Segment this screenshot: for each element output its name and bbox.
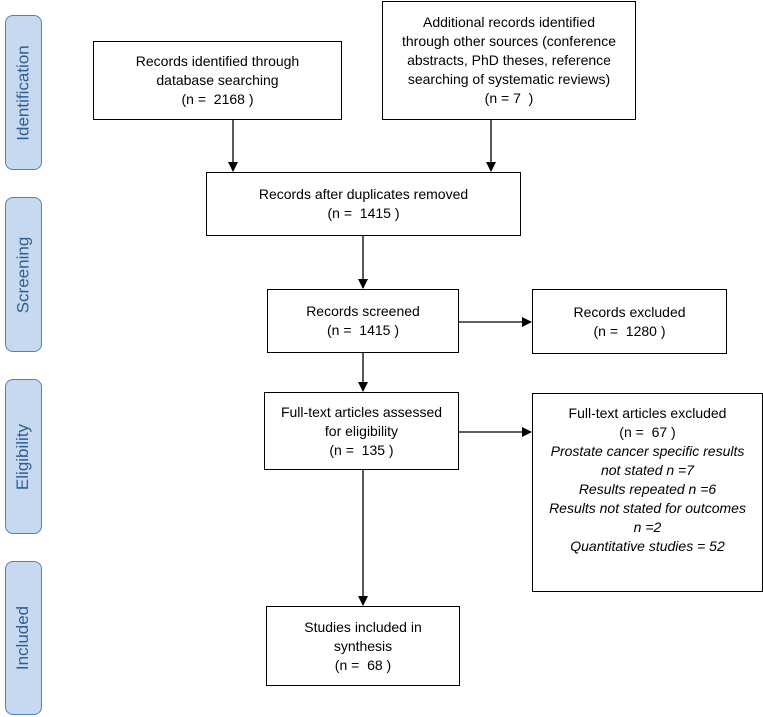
box-fulltext-assessed: Full-text articles assessed for eligibil… (264, 392, 459, 470)
fulltext-excluded-title: Full-text articles excluded (568, 405, 727, 421)
fulltext-excluded-count: (n = 67 ) (619, 424, 676, 440)
box-duplicates-removed: Records after duplicates removed (n = 14… (206, 172, 521, 236)
phase-included: Included (5, 561, 42, 715)
box-database-search: Records identified through database sear… (93, 41, 342, 120)
box-fulltext-excluded: Full-text articles excluded (n = 67 ) Pr… (532, 393, 763, 592)
exclusion-reason: Results repeated n =6 (578, 481, 717, 497)
box-records-excluded: Records excluded (n = 1280 ) (532, 289, 727, 354)
exclusion-reason: Prostate cancer specific results (550, 443, 745, 459)
exclusion-reason: Results not stated for outcomes (549, 500, 746, 516)
phase-screening: Screening (5, 197, 42, 352)
box-studies-included: Studies included in synthesis (n = 68 ) (266, 606, 460, 686)
phase-eligibility: Eligibility (5, 379, 42, 534)
box-other-sources: Additional records identified through ot… (382, 1, 636, 120)
exclusion-reason: not stated n =7 (600, 462, 695, 478)
box-records-screened: Records screened (n = 1415 ) (267, 289, 459, 353)
exclusion-reason: Quantitative studies = 52 (570, 538, 725, 554)
exclusion-reason: n =2 (633, 519, 662, 535)
phase-identification: Identification (5, 15, 42, 170)
